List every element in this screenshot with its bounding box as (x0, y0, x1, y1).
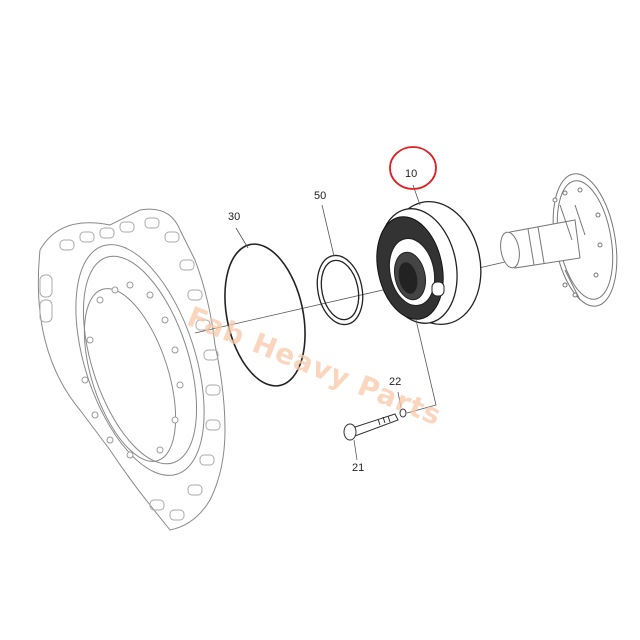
leader-30 (235, 227, 249, 249)
drive-shaft (500, 173, 618, 307)
leader-21 (353, 439, 358, 461)
washer-22 (399, 408, 407, 418)
callout-10: 10 (405, 168, 418, 180)
highlight-circle (389, 146, 437, 190)
transmission-housing (37, 208, 226, 531)
callout-21: 21 (352, 462, 365, 474)
bolt-21 (343, 413, 399, 441)
leader-22 (397, 391, 402, 409)
leader-50 (321, 204, 335, 257)
callout-30: 30 (228, 211, 241, 223)
callout-50: 50 (314, 190, 327, 202)
leader-10-to-22 (406, 319, 437, 414)
seal-ring-50 (316, 254, 364, 326)
pump-assembly-10 (376, 200, 482, 326)
callout-22: 22 (389, 376, 402, 388)
o-ring-30 (224, 243, 306, 387)
